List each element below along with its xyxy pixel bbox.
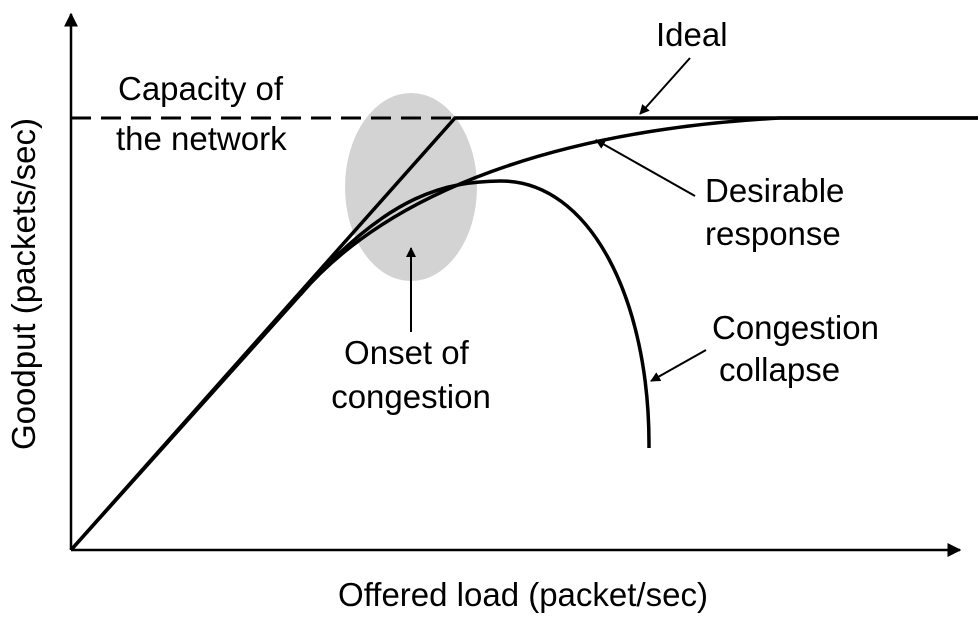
y-axis-label: Goodput (packets/sec)	[5, 118, 42, 450]
congestion-collapse-label: Congestion collapse	[712, 309, 888, 388]
desirable-response-label: Desirable response	[705, 172, 854, 252]
onset-region	[345, 93, 477, 281]
capacity-label: Capacity of the network	[116, 70, 292, 157]
ideal-label: Ideal	[656, 16, 728, 53]
onset-of-congestion-label: Onset of congestion	[331, 334, 491, 415]
collapse-arrow	[650, 349, 707, 382]
x-axis-label: Offered load (packet/sec)	[338, 576, 708, 613]
desirable-arrow	[595, 139, 696, 197]
congestion-collapse-curve	[298, 179, 651, 449]
ideal-arrow	[639, 57, 691, 115]
